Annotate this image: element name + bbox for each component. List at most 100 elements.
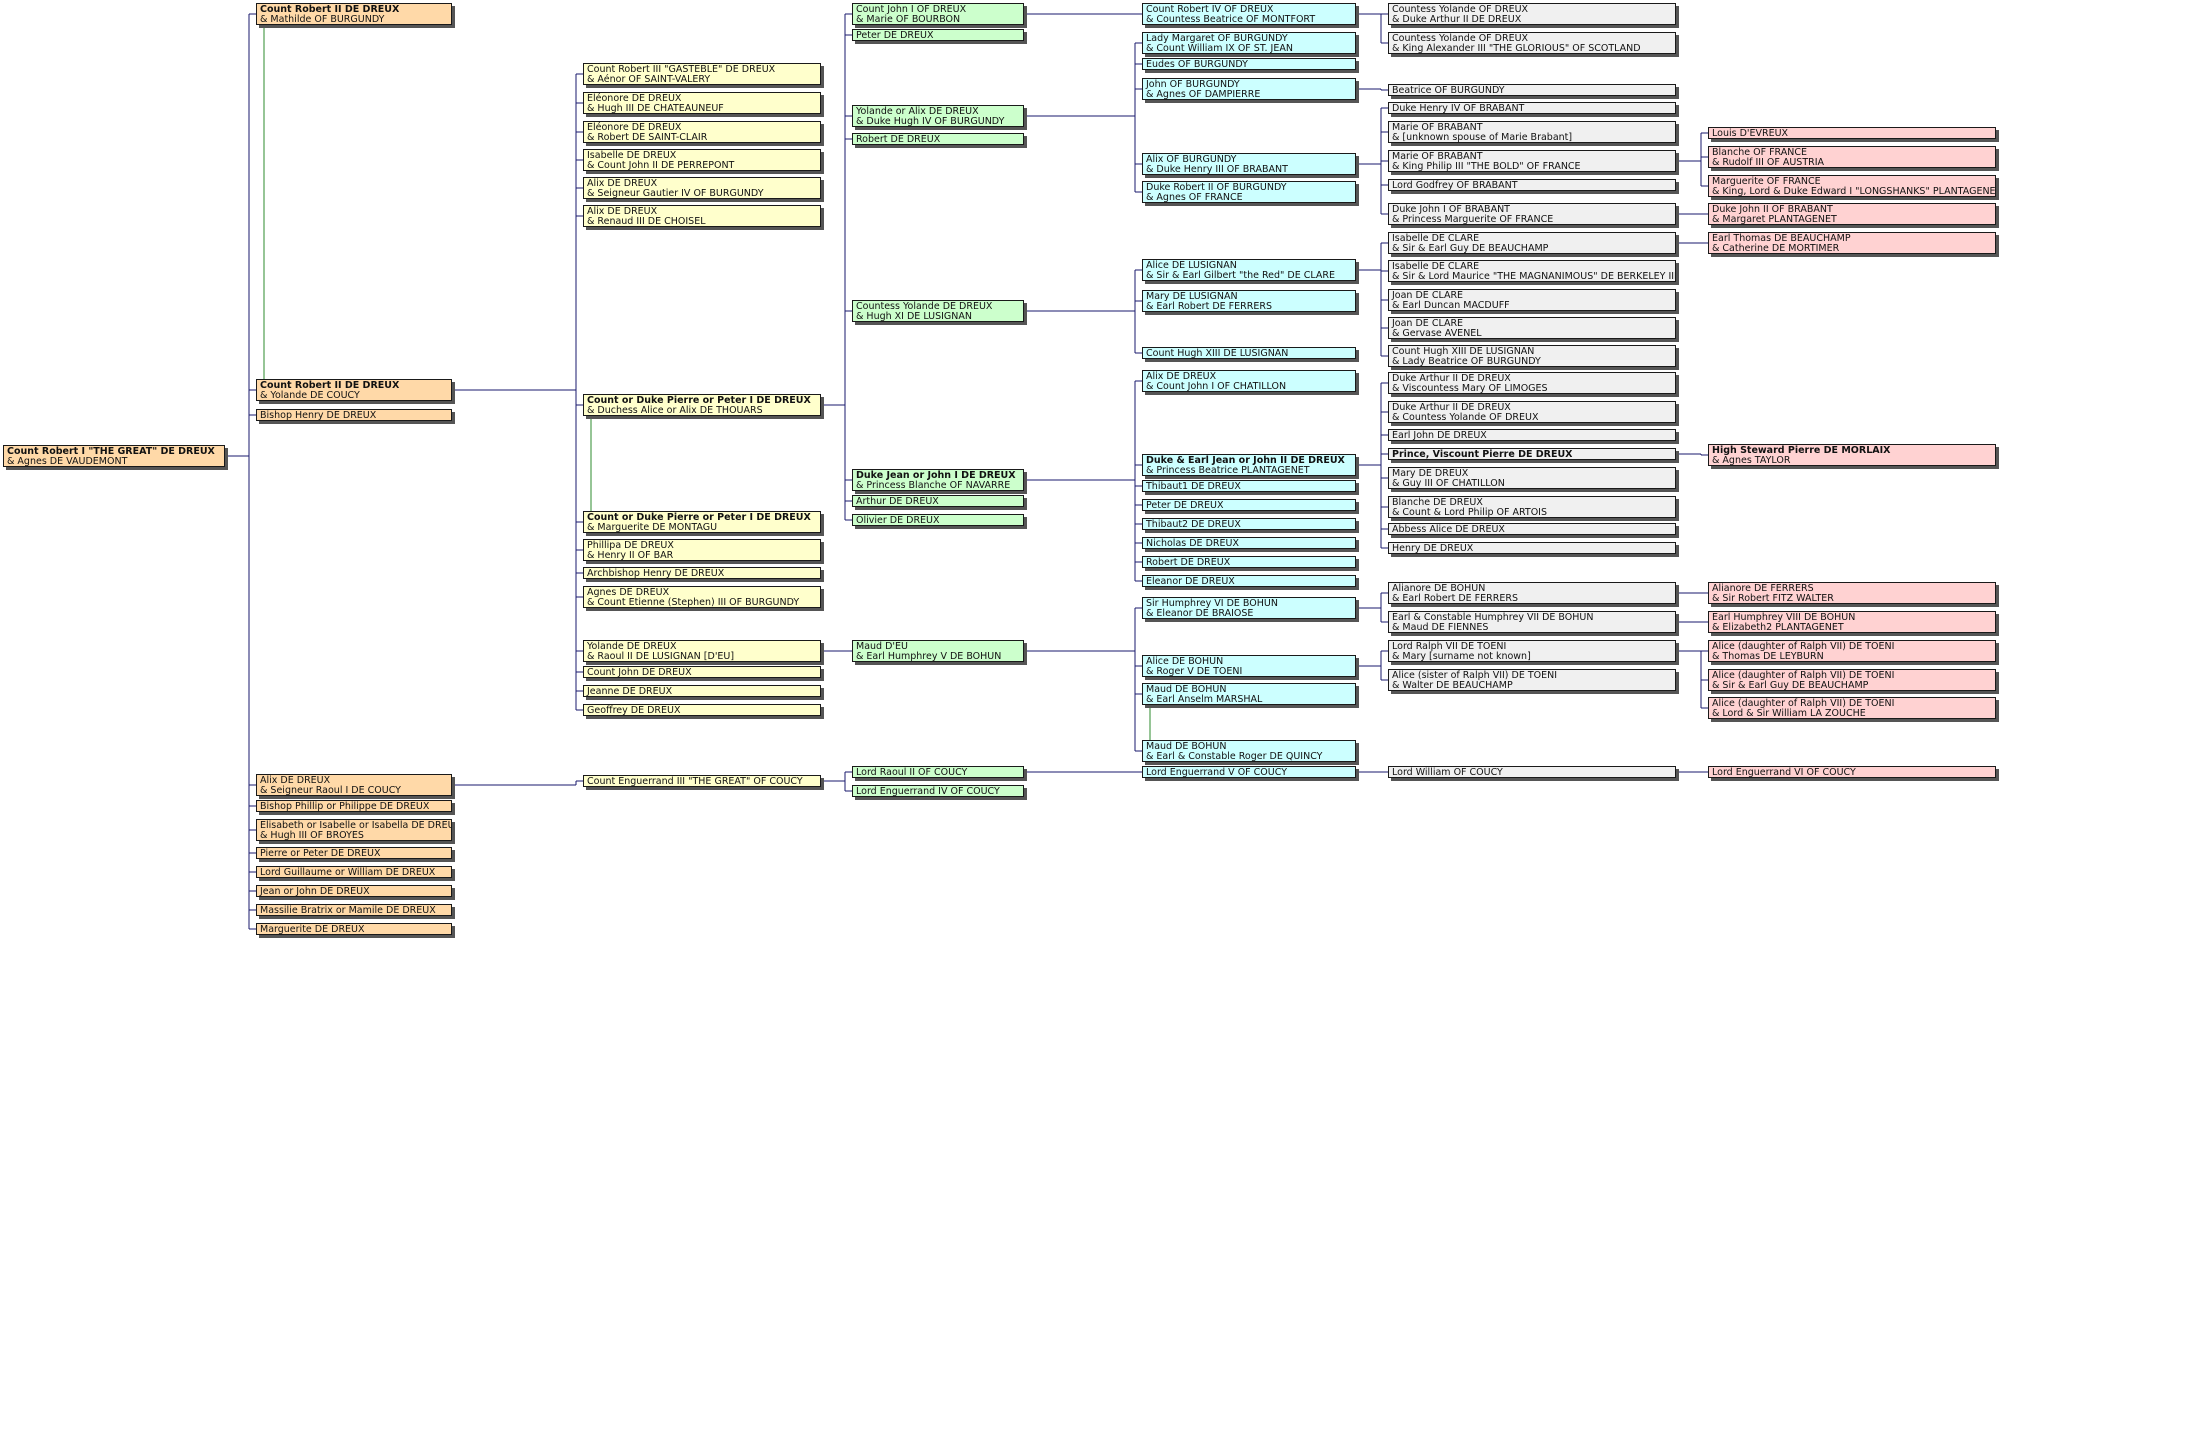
person-box[interactable]: Count or Duke Pierre or Peter I DE DREUX…	[583, 394, 821, 416]
person-box[interactable]: Count Robert II DE DREUX& Mathilde OF BU…	[256, 3, 452, 25]
person-box[interactable]: Earl Humphrey VIII DE BOHUN& Elizabeth2 …	[1708, 611, 1996, 633]
person-box[interactable]: Lord Godfrey OF BRABANT	[1388, 179, 1676, 191]
person-box[interactable]: Alice (sister of Ralph VII) DE TOENI& Wa…	[1388, 669, 1676, 691]
person-box[interactable]: Robert DE DREUX	[852, 133, 1024, 145]
person-box[interactable]: Blanche OF FRANCE& Rudolf III OF AUSTRIA	[1708, 146, 1996, 168]
person-box[interactable]: Pierre or Peter DE DREUX	[256, 847, 452, 859]
person-box[interactable]: Geoffrey DE DREUX	[583, 704, 821, 716]
person-box[interactable]: Beatrice OF BURGUNDY	[1388, 84, 1676, 96]
person-box[interactable]: Count Robert I "THE GREAT" DE DREUX& Agn…	[3, 445, 225, 467]
person-box[interactable]: Nicholas DE DREUX	[1142, 537, 1356, 549]
person-box[interactable]: Isabelle DE DREUX& Count John II DE PERR…	[583, 149, 821, 171]
person-box[interactable]: Alice (daughter of Ralph VII) DE TOENI& …	[1708, 640, 1996, 662]
person-box[interactable]: Lord Ralph VII DE TOENI& Mary [surname n…	[1388, 640, 1676, 662]
person-box[interactable]: Isabelle DE CLARE& Sir & Lord Maurice "T…	[1388, 260, 1676, 282]
person-box[interactable]: Lord Raoul II OF COUCY	[852, 766, 1024, 778]
person-box[interactable]: Olivier DE DREUX	[852, 514, 1024, 526]
person-box[interactable]: Bishop Phillip or Philippe DE DREUX	[256, 800, 452, 812]
person-box[interactable]: Archbishop Henry DE DREUX	[583, 567, 821, 579]
person-box[interactable]: Duke John I OF BRABANT& Princess Marguer…	[1388, 203, 1676, 225]
person-box[interactable]: Count John I OF DREUX& Marie OF BOURBON	[852, 3, 1024, 25]
person-box[interactable]: Jean or John DE DREUX	[256, 885, 452, 897]
person-box[interactable]: Elisabeth or Isabelle or Isabella DE DRE…	[256, 819, 452, 841]
person-box[interactable]: Isabelle DE CLARE& Sir & Earl Guy DE BEA…	[1388, 232, 1676, 254]
person-box[interactable]: Count Enguerrand III "THE GREAT" OF COUC…	[583, 775, 821, 787]
person-box[interactable]: Alix DE DREUX& Seigneur Raoul I DE COUCY	[256, 774, 452, 796]
person-box[interactable]: Peter DE DREUX	[1142, 499, 1356, 511]
person-box[interactable]: Alice DE LUSIGNAN& Sir & Earl Gilbert "t…	[1142, 259, 1356, 281]
person-box[interactable]: Maud DE BOHUN& Earl & Constable Roger DE…	[1142, 740, 1356, 762]
person-box[interactable]: Duke Henry IV OF BRABANT	[1388, 102, 1676, 114]
person-box[interactable]: Eleanor DE DREUX	[1142, 575, 1356, 587]
person-box[interactable]: Count Hugh XIII DE LUSIGNAN	[1142, 347, 1356, 359]
person-box[interactable]: Duke Jean or John I DE DREUX& Princess B…	[852, 469, 1024, 491]
person-box[interactable]: Alice (daughter of Ralph VII) DE TOENI& …	[1708, 697, 1996, 719]
person-box[interactable]: Countess Yolande OF DREUX& King Alexande…	[1388, 32, 1676, 54]
person-box[interactable]: Lord Enguerrand IV OF COUCY	[852, 785, 1024, 797]
person-box[interactable]: Robert DE DREUX	[1142, 556, 1356, 568]
person-box[interactable]: Joan DE CLARE& Gervase AVENEL	[1388, 317, 1676, 339]
person-box[interactable]: Alianore DE FERRERS& Sir Robert FITZ WAL…	[1708, 582, 1996, 604]
person-box[interactable]: Alix OF BURGUNDY& Duke Henry III OF BRAB…	[1142, 153, 1356, 175]
person-box[interactable]: Eléonore DE DREUX& Robert DE SAINT-CLAIR	[583, 121, 821, 143]
person-box[interactable]: Thibaut2 DE DREUX	[1142, 518, 1356, 530]
person-box[interactable]: Count Robert III "GASTEBLE" DE DREUX& Aé…	[583, 63, 821, 85]
person-box[interactable]: Yolande or Alix DE DREUX& Duke Hugh IV O…	[852, 105, 1024, 127]
person-box[interactable]: Bishop Henry DE DREUX	[256, 409, 452, 421]
person-box[interactable]: Count or Duke Pierre or Peter I DE DREUX…	[583, 511, 821, 533]
person-box[interactable]: Alix DE DREUX& Seigneur Gautier IV OF BU…	[583, 177, 821, 199]
person-box[interactable]: Massilie Bratrix or Mamile DE DREUX	[256, 904, 452, 916]
person-box[interactable]: Count Robert IV OF DREUX& Countess Beatr…	[1142, 3, 1356, 25]
person-box[interactable]: Duke John II OF BRABANT& Margaret PLANTA…	[1708, 203, 1996, 225]
person-box[interactable]: Earl John DE DREUX	[1388, 429, 1676, 441]
person-box[interactable]: Peter DE DREUX	[852, 29, 1024, 41]
person-box[interactable]: High Steward Pierre DE MORLAIX& Agnes TA…	[1708, 444, 1996, 466]
person-box[interactable]: Eudes OF BURGUNDY	[1142, 58, 1356, 70]
person-box[interactable]: Alix DE DREUX& Count John I OF CHATILLON	[1142, 370, 1356, 392]
person-box[interactable]: Marie OF BRABANT& King Philip III "THE B…	[1388, 150, 1676, 172]
person-box[interactable]: Joan DE CLARE& Earl Duncan MACDUFF	[1388, 289, 1676, 311]
person-box[interactable]: John OF BURGUNDY& Agnes OF DAMPIERRE	[1142, 78, 1356, 100]
person-box[interactable]: Lord Guillaume or William DE DREUX	[256, 866, 452, 878]
person-box[interactable]: Marguerite DE DREUX	[256, 923, 452, 935]
person-box[interactable]: Louis D'EVREUX	[1708, 127, 1996, 139]
person-box[interactable]: Sir Humphrey VI DE BOHUN& Eleanor DE BRA…	[1142, 597, 1356, 619]
person-box[interactable]: Duke Robert II OF BURGUNDY& Agnes OF FRA…	[1142, 181, 1356, 203]
person-box[interactable]: Earl Thomas DE BEAUCHAMP& Catherine DE M…	[1708, 232, 1996, 254]
person-box[interactable]: Alice (daughter of Ralph VII) DE TOENI& …	[1708, 669, 1996, 691]
person-box[interactable]: Mary DE DREUX& Guy III OF CHATILLON	[1388, 467, 1676, 489]
person-box[interactable]: Count Hugh XIII DE LUSIGNAN& Lady Beatri…	[1388, 345, 1676, 367]
person-box[interactable]: Thibaut1 DE DREUX	[1142, 480, 1356, 492]
person-box[interactable]: Lady Margaret OF BURGUNDY& Count William…	[1142, 32, 1356, 54]
person-name: Alianore DE FERRERS	[1712, 583, 1814, 594]
person-box[interactable]: Blanche DE DREUX& Count & Lord Philip OF…	[1388, 496, 1676, 518]
person-box[interactable]: Lord Enguerrand VI OF COUCY	[1708, 766, 1996, 778]
person-box[interactable]: Eléonore DE DREUX& Hugh III DE CHATEAUNE…	[583, 92, 821, 114]
person-box[interactable]: Lord William OF COUCY	[1388, 766, 1676, 778]
person-box[interactable]: Alice DE BOHUN& Roger V DE TOENI	[1142, 655, 1356, 677]
person-box[interactable]: Earl & Constable Humphrey VII DE BOHUN& …	[1388, 611, 1676, 633]
person-box[interactable]: Mary DE LUSIGNAN& Earl Robert DE FERRERS	[1142, 290, 1356, 312]
person-box[interactable]: Countess Yolande DE DREUX& Hugh XI DE LU…	[852, 300, 1024, 322]
person-box[interactable]: Marguerite OF FRANCE& King, Lord & Duke …	[1708, 175, 1996, 197]
person-box[interactable]: Prince, Viscount Pierre DE DREUX	[1388, 448, 1676, 460]
person-box[interactable]: Arthur DE DREUX	[852, 495, 1024, 507]
person-box[interactable]: Lord Enguerrand V OF COUCY	[1142, 766, 1356, 778]
person-box[interactable]: Marie OF BRABANT& [unknown spouse of Mar…	[1388, 121, 1676, 143]
person-box[interactable]: Agnes DE DREUX& Count Etienne (Stephen) …	[583, 586, 821, 608]
person-box[interactable]: Abbess Alice DE DREUX	[1388, 523, 1676, 535]
person-box[interactable]: Phillipa DE DREUX& Henry II OF BAR	[583, 539, 821, 561]
person-box[interactable]: Yolande DE DREUX& Raoul II DE LUSIGNAN […	[583, 640, 821, 662]
person-box[interactable]: Duke Arthur II DE DREUX& Countess Yoland…	[1388, 401, 1676, 423]
person-box[interactable]: Maud D'EU& Earl Humphrey V DE BOHUN	[852, 640, 1024, 662]
person-box[interactable]: Maud DE BOHUN& Earl Anselm MARSHAL	[1142, 683, 1356, 705]
person-box[interactable]: Count Robert II DE DREUX& Yolande DE COU…	[256, 379, 452, 401]
person-box[interactable]: Alix DE DREUX& Renaud III DE CHOISEL	[583, 205, 821, 227]
person-box[interactable]: Alianore DE BOHUN& Earl Robert DE FERRER…	[1388, 582, 1676, 604]
person-box[interactable]: Duke & Earl Jean or John II DE DREUX& Pr…	[1142, 454, 1356, 476]
person-box[interactable]: Jeanne DE DREUX	[583, 685, 821, 697]
person-box[interactable]: Count John DE DREUX	[583, 666, 821, 678]
person-box[interactable]: Henry DE DREUX	[1388, 542, 1676, 554]
person-box[interactable]: Duke Arthur II DE DREUX& Viscountess Mar…	[1388, 372, 1676, 394]
person-box[interactable]: Countess Yolande OF DREUX& Duke Arthur I…	[1388, 3, 1676, 25]
